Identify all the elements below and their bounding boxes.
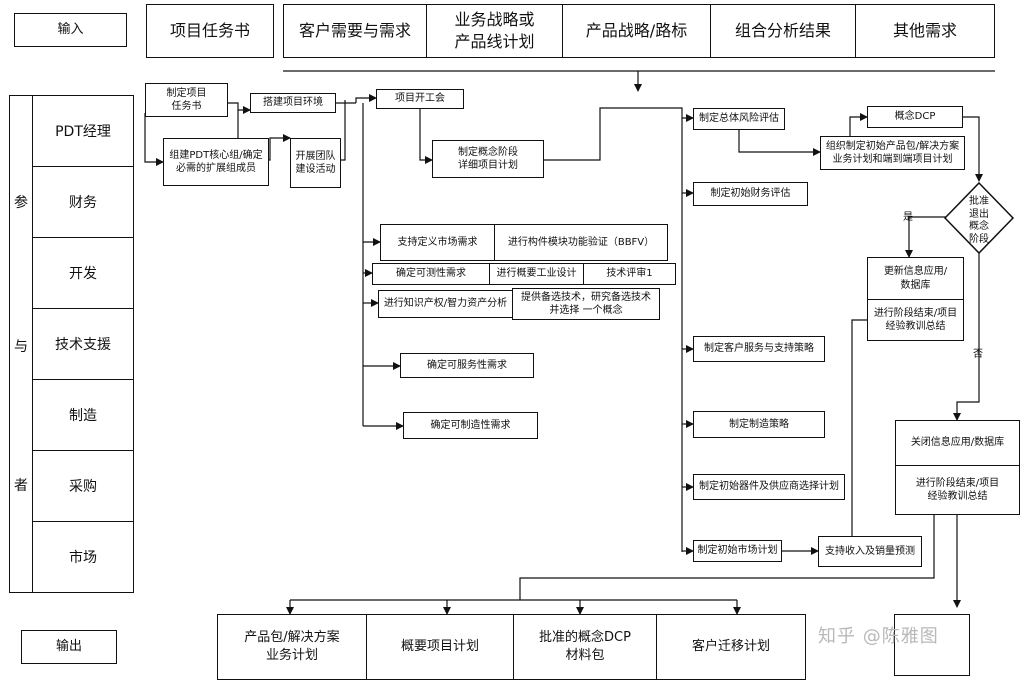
step-closure-lessons-final: 进行阶段结束/项目 经验教训总结 — [896, 466, 1019, 514]
step-mfg-strategy: 制定制造策略 — [693, 411, 825, 438]
output-migration-plan: 客户迁移计划 — [657, 615, 805, 679]
step-risk: 制定总体风险评估 — [693, 108, 785, 130]
step-closure-lessons: 进行阶段结束/项目 经验教训总结 — [868, 300, 963, 340]
input-portfolio-analysis: 组合分析结果 — [711, 5, 856, 57]
role-marketing: 市场 — [69, 550, 97, 566]
input-label: 输入 — [14, 13, 127, 47]
role-development: 开发 — [33, 237, 133, 309]
decision-yes-label: 是 — [903, 212, 913, 223]
step-revenue-forecast: 支持收入及销量预测 — [818, 536, 922, 567]
watermark-text: 知乎 @陈雅图 — [818, 626, 939, 647]
input-business-strategy: 业务战略或 产品线计划 — [427, 5, 563, 57]
update-db-group: 更新信息应用/ 数据库 进行阶段结束/项目 经验教训总结 — [867, 257, 964, 341]
role-finance: 财务 — [33, 166, 133, 238]
step-testability: 确定可测性需求 — [372, 263, 490, 285]
step-form-team: 组建PDT核心组/确定 必需的扩展组成员 — [163, 138, 269, 186]
input-project-charter: 项目任务书 — [146, 4, 274, 58]
participants-label-char: 者 — [14, 478, 28, 494]
output-group: 产品包/解决方案 业务计划 概要项目计划 批准的概念DCP 材料包 客户迁移计划 — [217, 614, 806, 680]
output-dcp-package: 批准的概念DCP 材料包 — [514, 615, 657, 679]
close-db-group: 关闭信息应用/数据库 进行阶段结束/项目 经验教训总结 — [895, 420, 1020, 515]
participants-divider — [32, 95, 33, 593]
step-supplier-plan: 制定初始器件及供应商选择计划 — [693, 474, 845, 500]
final-box — [894, 614, 970, 676]
input-customer-needs: 客户需要与需求 — [284, 5, 427, 57]
step-alt-tech: 提供备选技术，研究备选技术 并选择 一个概念 — [512, 288, 660, 320]
role-procurement: 采购 — [33, 450, 133, 522]
step-ip-analysis: 进行知识产权/智力资产分析 — [378, 290, 513, 318]
step-charter: 制定项目 任务书 — [145, 83, 228, 117]
output-label: 输出 — [21, 630, 117, 664]
step-service-strategy: 制定客户服务与支持策略 — [693, 336, 825, 362]
step-package-plan: 组织制定初始产品包/解决方案 业务计划和端到端项目计划 — [820, 136, 965, 170]
participants-label-char: 与 — [14, 339, 28, 355]
step-concept-plan: 制定概念阶段 详细项目计划 — [432, 140, 544, 178]
participants-label-char: 参 — [14, 195, 28, 211]
output-business-plan: 产品包/解决方案 业务计划 — [218, 615, 367, 679]
step-market-plan: 制定初始市场计划 — [693, 540, 782, 562]
decision-label: 批准 退出 概念 阶段 — [969, 196, 989, 245]
step-manufacturability: 确定可制造性需求 — [403, 412, 538, 439]
input-other-needs: 其他需求 — [856, 5, 994, 57]
step-close-db: 关闭信息应用/数据库 — [896, 421, 1019, 466]
role-pdt-manager: PDT经理 — [33, 95, 133, 167]
role-tech-support: 技术支援 — [33, 308, 133, 380]
step-serviceability: 确定可服务性需求 — [400, 353, 534, 378]
decision-no-label: 否 — [973, 349, 983, 360]
step-market-req: 支持定义市场需求 — [380, 224, 495, 261]
input-product-roadmap: 产品战略/路标 — [563, 5, 711, 57]
step-tr1: 技术评审1 — [583, 263, 676, 285]
role-manufacturing: 制造 — [33, 379, 133, 451]
step-industrial-design: 进行概要工业设计 — [489, 263, 584, 285]
step-team-building: 开展团队 建设活动 — [290, 138, 341, 188]
step-concept-dcp: 概念DCP — [867, 106, 963, 128]
step-build-env: 搭建项目环境 — [250, 93, 336, 113]
step-update-db: 更新信息应用/ 数据库 — [868, 258, 963, 300]
input-group: 客户需要与需求 业务战略或 产品线计划 产品战略/路标 组合分析结果 其他需求 — [283, 4, 995, 58]
step-bbfv: 进行构件模块功能验证（BBFV） — [494, 224, 668, 261]
step-finance-eval: 制定初始财务评估 — [693, 182, 808, 206]
step-kickoff: 项目开工会 — [376, 89, 464, 109]
output-project-plan: 概要项目计划 — [367, 615, 514, 679]
participants-panel — [9, 95, 134, 593]
